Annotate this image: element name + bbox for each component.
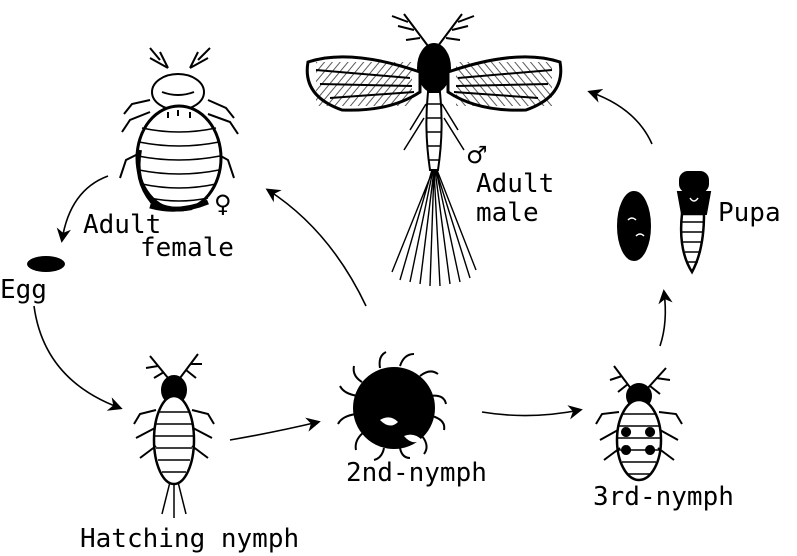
adult-male-illustration (307, 14, 561, 286)
third-nymph-label: 3rd-nymph (593, 484, 734, 510)
arrow-second-nymph-to-female (268, 190, 366, 306)
arrow-second-to-third-nymph (482, 410, 580, 416)
arrow-egg-to-hatching-nymph (34, 306, 120, 408)
pupa-illustration (618, 172, 710, 272)
arrow-pupa-to-male (590, 92, 652, 144)
pupa-label: Pupa (718, 200, 781, 226)
female-symbol: ♀ (214, 192, 232, 216)
hatching-nymph-label: Hatching nymph (80, 526, 299, 552)
hatching-nymph-illustration (134, 354, 214, 518)
adult-female-label-line2: female (140, 235, 234, 261)
second-nymph-label: 2nd-nymph (346, 460, 487, 486)
adult-male-label-line1: Adult (476, 171, 554, 197)
adult-female-illustration (120, 48, 238, 210)
second-nymph-illustration (338, 352, 446, 460)
adult-male-label-line2: male (476, 200, 539, 226)
third-nymph-illustration (596, 366, 682, 480)
egg-illustration (27, 256, 65, 272)
cycle-arrows (34, 92, 665, 440)
arrow-third-nymph-to-pupa (660, 292, 665, 346)
arrow-hatching-to-second-nymph (230, 422, 318, 440)
male-symbol: ♂ (466, 143, 488, 167)
egg-label: Egg (0, 277, 47, 303)
